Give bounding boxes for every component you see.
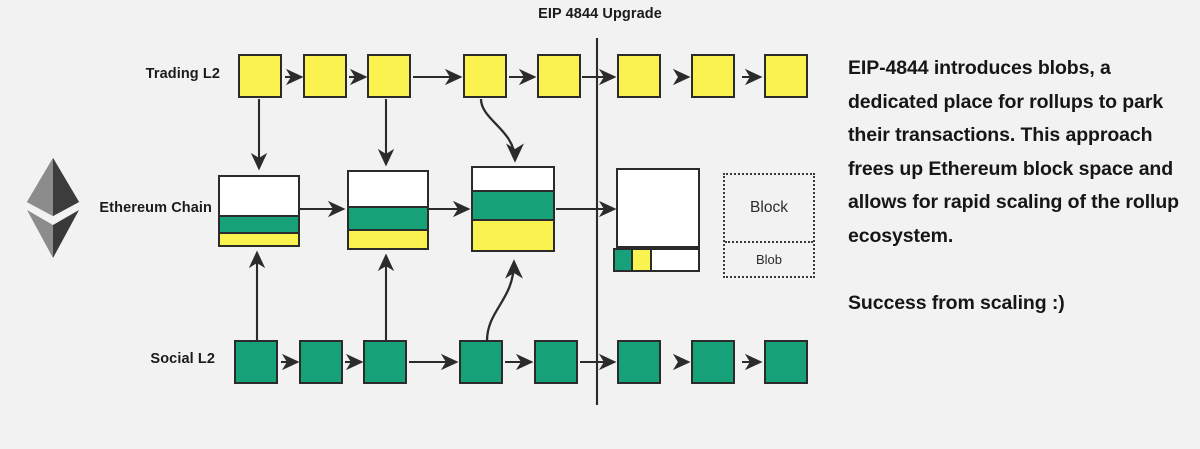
social-l2-block[interactable]	[617, 340, 661, 384]
blob-strip[interactable]	[613, 248, 700, 272]
ethereum-block-post-upgrade[interactable]	[616, 168, 700, 248]
social-to-chain-curved-arrow	[485, 259, 523, 342]
trading-l2-block[interactable]	[764, 54, 808, 98]
explanation-closing: Success from scaling :)	[848, 291, 1065, 314]
trading-l2-block[interactable]	[303, 54, 347, 98]
social-l2-block[interactable]	[234, 340, 278, 384]
explanation-text: EIP-4844 introduces blobs, a dedicated p…	[848, 52, 1193, 320]
ethereum-block[interactable]	[471, 166, 555, 252]
upgrade-title: EIP 4844 Upgrade	[538, 6, 662, 22]
ethereum-block-green-segment	[473, 190, 553, 219]
trading-l2-block[interactable]	[463, 54, 507, 98]
ethereum-block-yellow-segment	[349, 229, 427, 248]
social-l2-block[interactable]	[691, 340, 735, 384]
social-l2-block[interactable]	[764, 340, 808, 384]
social-l2-block[interactable]	[299, 340, 343, 384]
social-l2-block[interactable]	[363, 340, 407, 384]
ethereum-block[interactable]	[218, 175, 300, 247]
trading-l2-block[interactable]	[537, 54, 581, 98]
explanation-paragraph: EIP-4844 introduces blobs, a dedicated p…	[848, 57, 1179, 247]
row-label-ethereum-chain: Ethereum Chain	[99, 200, 212, 216]
social-l2-block[interactable]	[534, 340, 578, 384]
row-label-social-l2: Social L2	[150, 351, 215, 367]
ethereum-block-green-segment	[220, 215, 298, 232]
trading-l2-block[interactable]	[367, 54, 411, 98]
ethereum-block-yellow-segment	[473, 219, 553, 250]
trading-l2-block[interactable]	[238, 54, 282, 98]
trading-l2-block[interactable]	[617, 54, 661, 98]
blob-segment-trading-data	[633, 250, 652, 270]
trading-to-chain-curved-arrow	[479, 98, 524, 163]
blob-segment-social-data	[615, 250, 634, 270]
trading-l2-block[interactable]	[691, 54, 735, 98]
trading-to-chain-arrows	[250, 99, 395, 171]
legend-block-label: Block	[725, 175, 813, 243]
legend-blob-label: Blob	[755, 252, 783, 267]
legend: Block Blob	[723, 173, 815, 278]
ethereum-block-yellow-segment	[220, 232, 298, 245]
social-l2-block[interactable]	[459, 340, 503, 384]
social-to-chain-arrows	[248, 250, 395, 341]
row-label-trading-l2: Trading L2	[145, 66, 220, 82]
ethereum-block-green-segment	[349, 206, 427, 229]
blob-segment-free-space	[651, 250, 698, 270]
